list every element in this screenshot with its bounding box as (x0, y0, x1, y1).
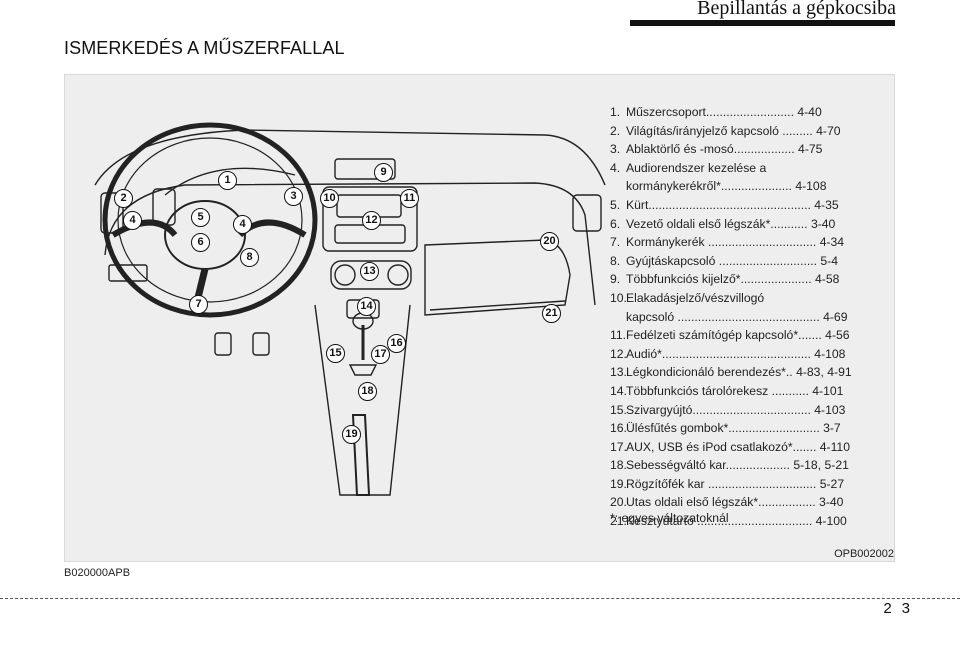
document-code: B020000APB (64, 567, 130, 579)
callout-18: 18 (358, 382, 377, 401)
callout-1: 1 (218, 171, 237, 190)
callout-9: 9 (374, 163, 393, 182)
dashboard-figure: 1 2 3 4 4 5 6 7 8 9 10 11 12 13 14 15 16… (64, 74, 895, 562)
legend-item: 17.AUX, USB és iPod csatlakozó*....... 4… (610, 438, 895, 457)
callout-10: 10 (320, 189, 339, 208)
legend-item-continued: kapcsoló ...............................… (610, 308, 895, 327)
callout-17: 17 (371, 345, 390, 364)
legend-item: 9.Többfunkciós kijelző*.................… (610, 270, 895, 289)
callout-6: 6 (191, 233, 210, 252)
callout-2: 2 (114, 189, 133, 208)
callout-14: 14 (357, 297, 376, 316)
legend-item: 8.Gyújtáskapcsoló ......................… (610, 252, 895, 271)
legend-item: 2.Világítás/irányjelző kapcsoló ........… (610, 122, 895, 141)
legend-footnote: *: egyes változatoknál (610, 511, 729, 525)
running-header-title: Bepillantás a gépkocsiba (697, 0, 896, 20)
legend-item: 7.Kormánykerék .........................… (610, 233, 895, 252)
legend-item: 11.Fedélzeti számítógép kapcsoló*.......… (610, 326, 895, 345)
page-number-value: 3 (902, 600, 910, 617)
callout-8: 8 (240, 248, 259, 267)
header-rule (630, 20, 895, 26)
legend-item: 15.Szivargyújtó.........................… (610, 401, 895, 420)
legend-item: 20.Utas oldali első légszák*............… (610, 493, 895, 512)
callout-20: 20 (540, 232, 559, 251)
callout-15: 15 (326, 344, 345, 363)
legend-item: 6.Vezető oldali első légszák*...........… (610, 215, 895, 234)
legend-item: 19.Rögzítőfék kar ......................… (610, 475, 895, 494)
callout-7: 7 (189, 295, 208, 314)
legend-item-continued: kormánykerékről*..................... 4-… (610, 177, 895, 196)
callout-11: 11 (400, 189, 419, 208)
callout-12: 12 (362, 211, 381, 230)
legend-item: 5.Kürt..................................… (610, 196, 895, 215)
legend-item: 13.Légkondicionáló berendezés*.. 4-83, 4… (610, 363, 895, 382)
callout-5: 5 (191, 208, 210, 227)
callout-4a: 4 (123, 211, 142, 230)
dashed-divider (0, 598, 960, 599)
legend-item: 10.Elakadásjelző/vészvillogó (610, 289, 895, 308)
legend-item: 18.Sebességváltó kar................... … (610, 456, 895, 475)
callout-21: 21 (542, 304, 561, 323)
legend-item: 1.Műszercsoport.........................… (610, 103, 895, 122)
callout-19: 19 (342, 425, 361, 444)
chapter-number: 2 (883, 600, 891, 617)
callout-3: 3 (284, 187, 303, 206)
figure-image-code: OPB002002 (834, 548, 894, 560)
callout-16: 16 (387, 334, 406, 353)
section-title: ISMERKEDÉS A MŰSZERFALLAL (64, 38, 345, 59)
legend-item: 14.Többfunkciós tárolórekesz ...........… (610, 382, 895, 401)
figure-legend: 1.Műszercsoport.........................… (610, 103, 895, 531)
callout-13: 13 (360, 262, 379, 281)
legend-item: 3.Ablaktörlő és -mosó.................. … (610, 140, 895, 159)
legend-item: 16.Ülésfűtés gombok*....................… (610, 419, 895, 438)
legend-item: 12.Audió*...............................… (610, 345, 895, 364)
legend-item: 4.Audiorendszer kezelése a (610, 159, 895, 178)
callout-4b: 4 (233, 215, 252, 234)
